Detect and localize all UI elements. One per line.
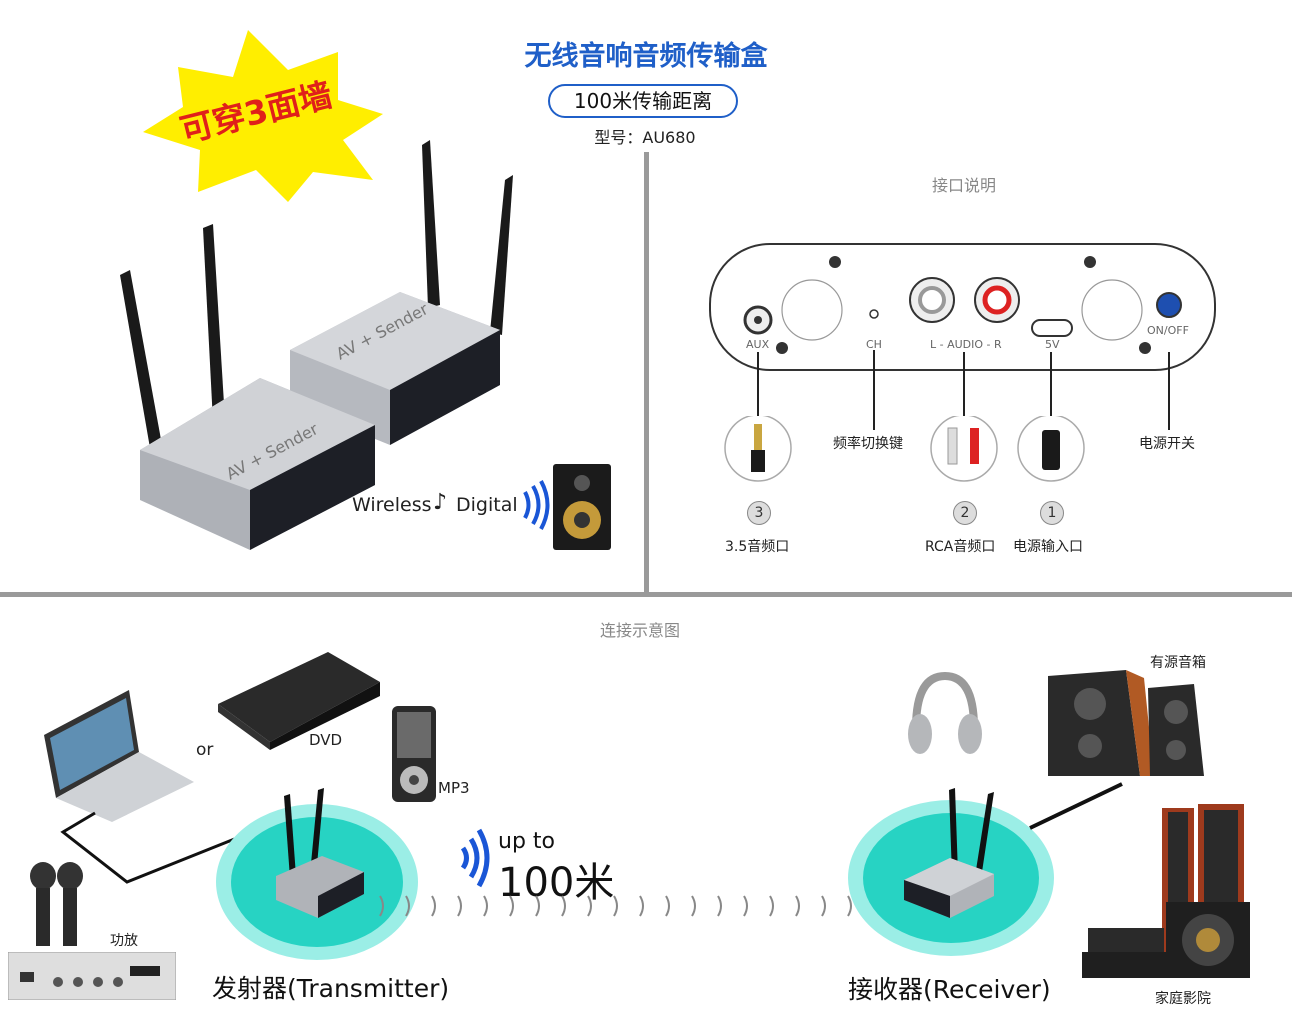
home-theater-label: 家庭影院 [1155, 991, 1211, 1007]
wireless-wave-line [379, 895, 878, 917]
port-label-2: RCA音频口 [925, 539, 996, 555]
on-off-label: ON/OFF [1147, 324, 1189, 337]
receiver-label: 接收器(Receiver) [848, 975, 1051, 1004]
ch-callout-label: 频率切换键 [833, 436, 903, 452]
callout-lines [757, 350, 1170, 430]
music-note-icon: ♪ [433, 490, 448, 515]
interface-section-title: 接口说明 [932, 176, 997, 195]
speaker-icon [553, 464, 611, 550]
connection-section-title: 连接示意图 [600, 621, 681, 640]
port-number-3: 3 [747, 501, 771, 525]
rear-panel-diagram [709, 243, 1216, 371]
starburst-badge [143, 30, 383, 202]
amplifier-icon [8, 952, 176, 1000]
audio-cable [60, 811, 238, 884]
distance-signal-icon [460, 828, 490, 888]
home-theater-icon [1082, 804, 1250, 978]
receiver-zone [848, 788, 1054, 956]
port-label-1: 电源输入口 [1013, 539, 1083, 555]
transmitter-label: 发射器(Transmitter) [212, 974, 450, 1003]
transmitter-zone [216, 788, 418, 960]
horizontal-divider [0, 592, 1292, 597]
active-speakers-label: 有源音箱 [1150, 655, 1206, 671]
microphones-icon [30, 862, 83, 946]
signal-waves-icon [523, 480, 550, 530]
ch-port-label: CH [866, 338, 882, 351]
digital-text: Digital [456, 494, 518, 516]
mp3-label: MP3 [438, 779, 470, 797]
headphones-icon [908, 671, 982, 754]
audio-port-label: L - AUDIO - R [930, 338, 1002, 351]
distance-badge: 100米传输距离 [548, 84, 738, 118]
connector-icons [724, 416, 1085, 482]
port-label-3: 3.5音频口 [725, 539, 790, 555]
mp3-player-icon [392, 706, 436, 802]
speaker-cable [1029, 782, 1123, 830]
model-number: 型号：AU680 [594, 128, 696, 147]
active-speakers-icon [1048, 670, 1204, 776]
power-switch-callout-label: 电源开关 [1139, 436, 1195, 452]
port-number-2: 2 [953, 501, 977, 525]
laptop-icon [44, 690, 194, 822]
up-to-text: up to [498, 829, 555, 854]
power-5v-label: 5V [1045, 338, 1060, 351]
aux-port-label: AUX [746, 338, 770, 351]
port-number-1: 1 [1040, 501, 1064, 525]
vertical-divider [644, 152, 649, 596]
amplifier-label: 功放 [110, 933, 138, 949]
or-label: or [196, 740, 214, 760]
page-title: 无线音响音频传输盒 [524, 41, 768, 72]
wireless-text: Wireless [352, 494, 432, 516]
product-devices-illustration: AV + Sender AV + Sender [120, 140, 513, 550]
dvd-player-icon [218, 652, 380, 750]
distance-text: 100米 [498, 860, 615, 906]
dvd-label: DVD [309, 731, 343, 749]
